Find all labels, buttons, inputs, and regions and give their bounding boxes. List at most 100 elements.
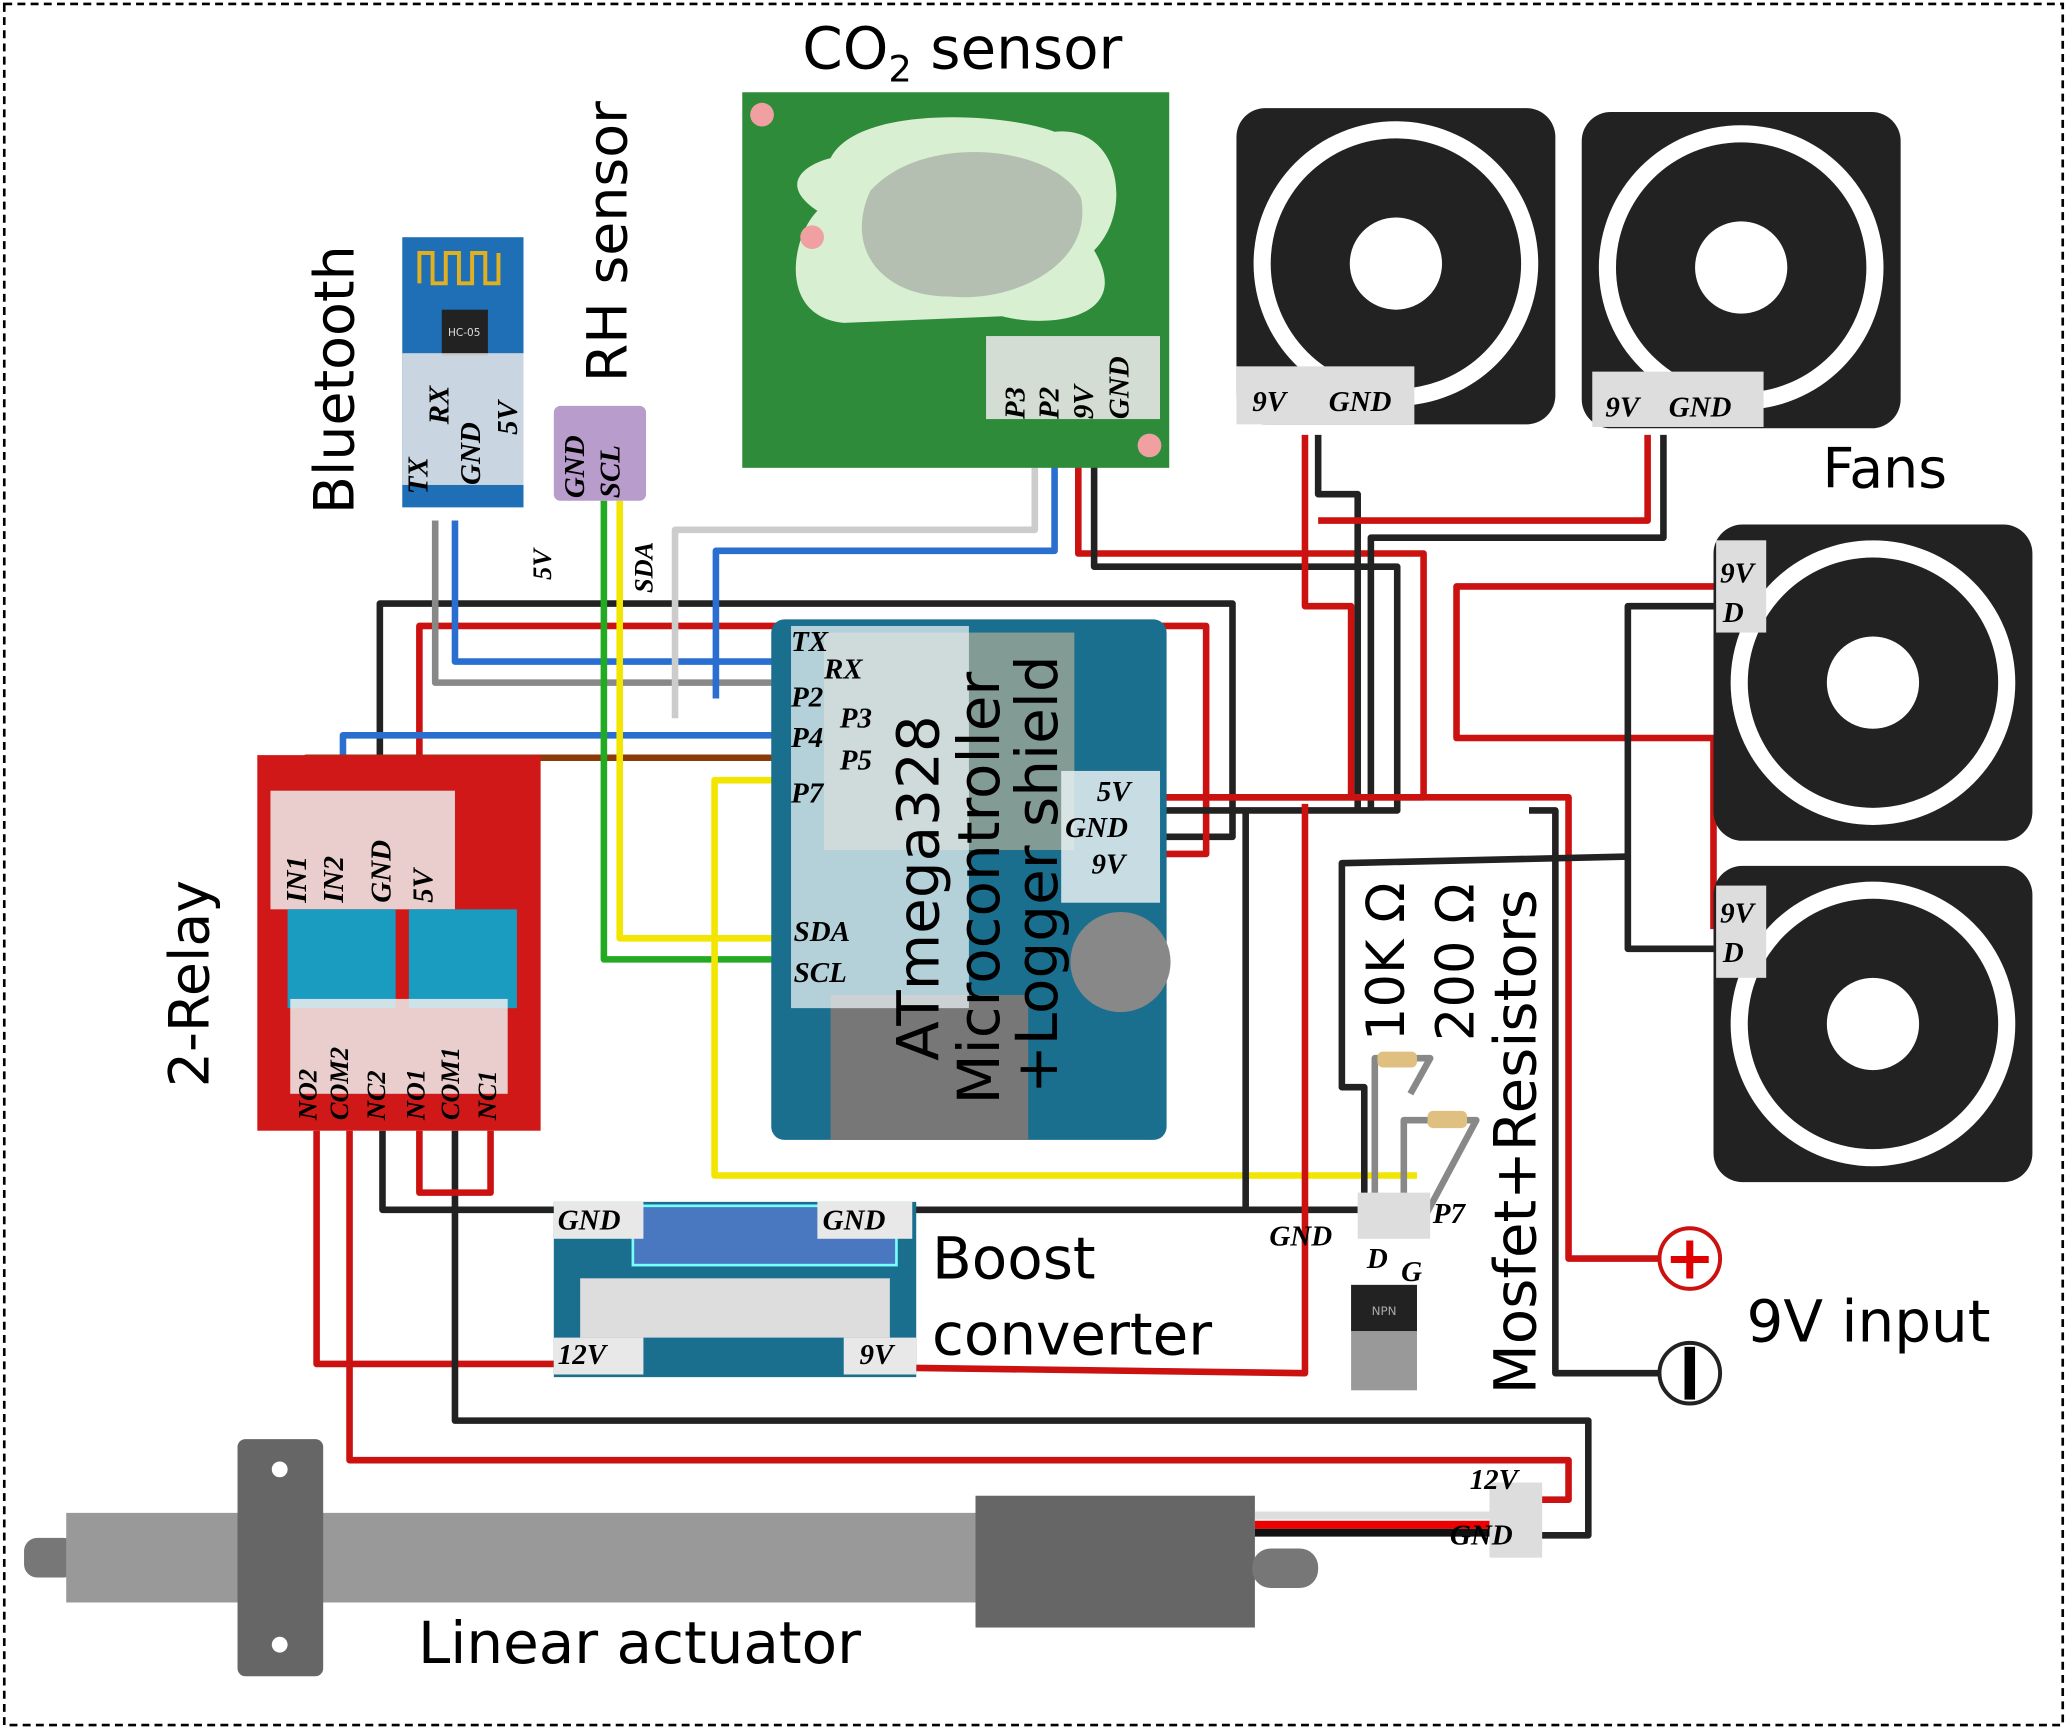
relay-pin-no2: NO2 [294,1069,323,1121]
wire-bt-rx [451,520,792,665]
wire-9v-minus [1529,807,1661,1377]
power-input: + − 9V input [1657,1223,1991,1406]
wire-label-5v: 5V [528,547,557,580]
fan-4: 9V D [1713,865,2033,1183]
fan-1-pin-gnd: GND [1329,386,1392,418]
minus-icon [1684,1346,1696,1400]
co2-sensor-title: CO2 sensor [802,15,1122,91]
fan-2: 9V GND [1581,112,1901,429]
relay-pin-nc2: NC2 [362,1070,391,1121]
arduino-pin-tx: TX [791,626,829,658]
bluetooth-pin-gnd: GND [455,422,487,485]
fans-title: Fans [1823,438,1948,502]
wire-boost-12v [313,1130,554,1368]
relay-pin-nc1: NC1 [473,1070,502,1121]
resistor-10k [1377,1051,1417,1068]
actuator-title: Linear actuator [418,1609,861,1677]
fan-3-pin-9v: 9V [1720,557,1756,589]
co2-pin-p3: P3 [999,387,1031,420]
arduino-pin-5v: 5V [1097,776,1133,808]
relay-pin-com2: COM2 [325,1047,354,1120]
actuator-body [66,1512,989,1603]
wire-5v-bus [416,622,1210,858]
rh-board [553,405,647,501]
power-input-label: 9V input [1746,1288,1990,1356]
arduino-pin-p4: P4 [790,722,823,754]
fan-2-pin-gnd: GND [1669,391,1732,423]
bluetooth-chip-label: HC-05 [448,327,480,339]
wire-actuator-gnd [451,1130,1592,1539]
arduino-pin-9v: 9V [1091,849,1127,881]
arduino-pin-p7: P7 [790,778,825,810]
fan-1: 9V GND [1236,108,1556,425]
wire-scl [600,500,792,963]
wire-fans-d [1624,602,1714,953]
mosfet-resistors: Mosfet+Resistors 10K Ω 200 Ω NPN GND D G… [1269,882,1549,1394]
bluetooth-module: Bluetooth HC-05 TX RX GND 5V [303,237,524,514]
arduino-title-line2: Microcontroller [945,672,1013,1105]
wire-fan2-gnd [1367,434,1667,811]
fan-3-pin-d: D [1722,597,1744,629]
wire-boost-gnd [379,1130,1246,1214]
co2-pin-gnd: GND [1103,356,1135,419]
wire-co2-p3 [671,421,1039,719]
arduino-pin-gnd: GND [1065,812,1128,844]
mosfet-pin-gnd: GND [1269,1220,1332,1252]
boost-converter: GND GND 12V 9V Boost converter [553,1201,1212,1378]
mosfet-title: Mosfet+Resistors [1482,889,1550,1394]
bluetooth-pin-tx: TX [402,456,434,494]
relay-pin-gnd: GND [365,840,397,903]
resistor-200-label: 200 Ω [1426,883,1487,1041]
actuator-motor [975,1495,1255,1628]
bluetooth-pin-rx: RX [423,385,455,425]
relay-module: 2-Relay IN1 IN2 GND 5V NO2 COM2 NC2 NO1 … [159,755,541,1131]
boost-pin-9v: 9V [860,1339,896,1371]
wire-sda [616,500,792,942]
actuator-pin-gnd: GND [1450,1520,1513,1552]
relay-title: 2-Relay [159,880,223,1087]
arduino-board: TX RX P2 P3 P4 P5 P7 SDA SCL 5V GND 9V A… [771,619,1171,1140]
fans: Fans 9V GND 9V GND 9V D 9V D [1236,108,2033,1183]
arduino-title-line3: +Logger shield [1003,655,1071,1093]
mosfet-pin-g: G [1401,1256,1422,1288]
resistor-200 [1427,1110,1468,1129]
wire-p7 [711,776,1417,1179]
linear-actuator: 12V GND Linear actuator [24,1439,1543,1677]
plus-terminal[interactable] [1657,1226,1723,1291]
fan-4-pin-d: D [1722,937,1744,969]
wire-9v-plus [1160,793,1661,1262]
mosfet-pin-d: D [1366,1243,1388,1275]
fan-3: 9V D [1713,524,2033,841]
fan-2-pin-9v: 9V [1605,391,1641,423]
co2-sensor: CO2 sensor P3 P2 9V GND [742,15,1170,468]
wire-fan1-9v [1301,434,1355,798]
arduino-pin-scl: SCL [794,957,847,989]
relay-pin-5v: 5V [408,866,440,902]
arduino-title-line1: ATmega328 [885,715,953,1061]
wire-fan2-9v [1318,434,1651,524]
rh-pin-gnd: GND [559,435,591,498]
plus-icon: + [1664,1223,1715,1293]
actuator-pin-12v: 12V [1470,1464,1521,1496]
co2-pin-label-box [986,336,1161,420]
relay-pin-in2: IN2 [318,856,350,904]
boost-title-line1: Boost [932,1224,1096,1292]
relay-pin-no1: NO1 [402,1069,431,1121]
fan-1-pin-9v: 9V [1252,386,1288,418]
arduino-pin-p5: P5 [839,745,872,777]
wire-mosfet-drain [1338,853,1628,1206]
wire-co2-gnd [1090,421,1401,814]
wires [302,421,1717,1539]
wire-boost-9v [916,803,1309,1377]
arduino-pin-p2: P2 [790,681,823,713]
mosfet-chip-label: NPN [1372,1304,1397,1318]
fan-4-pin-9v: 9V [1720,897,1756,929]
wire-label-sda: SDA [630,542,659,593]
wire-fan1-gnd [1314,434,1361,811]
bluetooth-title: Bluetooth [303,245,367,514]
resistor-10k-label: 10K Ω [1356,882,1417,1041]
arduino-pin-rx: RX [823,654,863,686]
